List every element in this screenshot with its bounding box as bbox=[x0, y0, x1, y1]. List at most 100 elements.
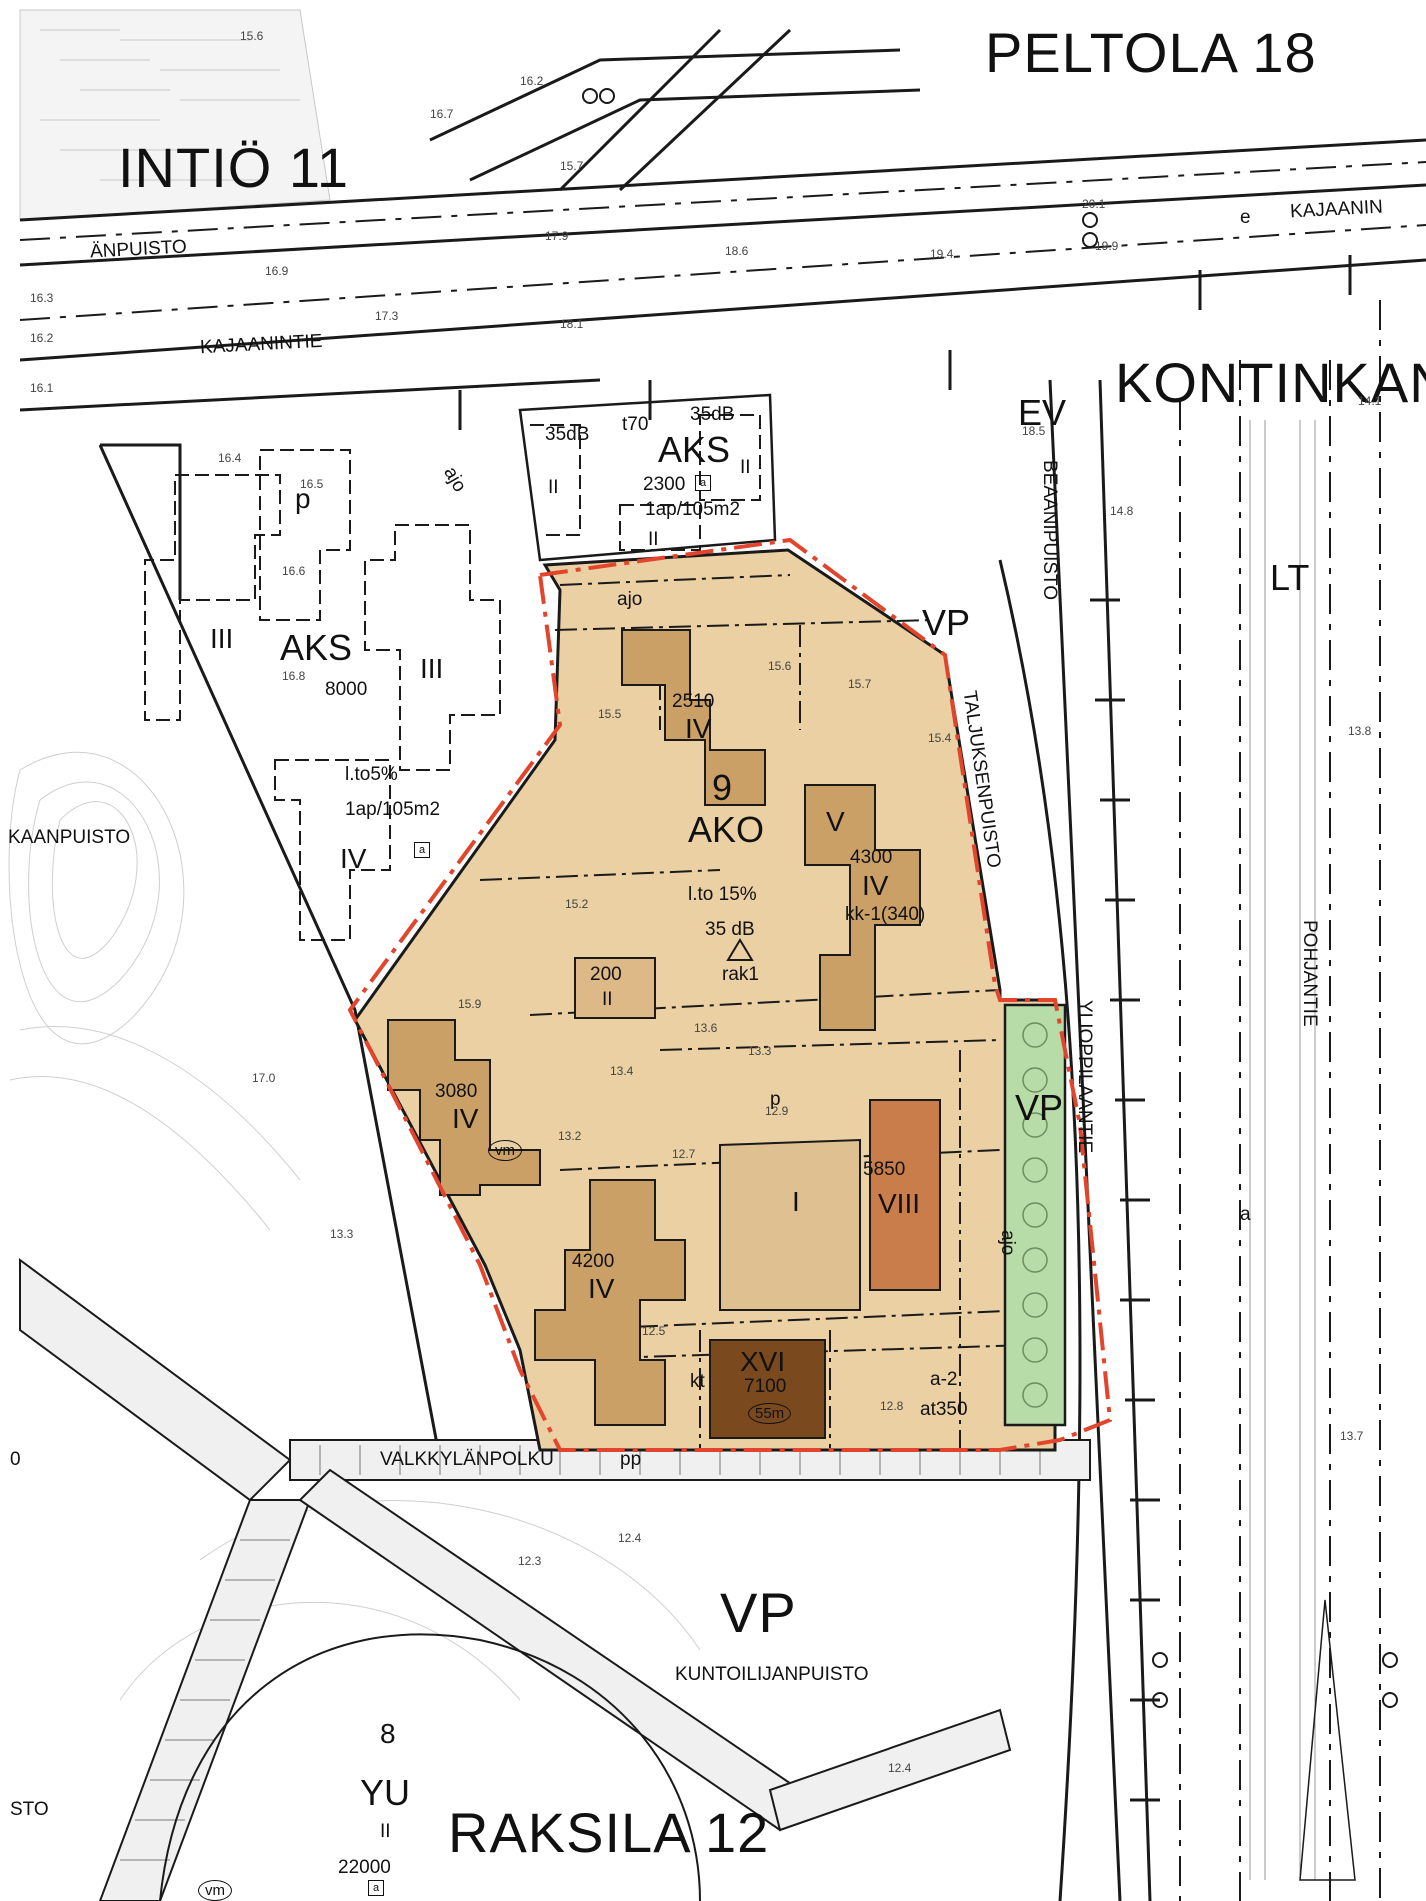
zone-aks-west-floors-2: III bbox=[420, 653, 444, 684]
district-intio: INTIÖ 11 bbox=[118, 136, 350, 199]
zone-aks-west-floors-3: IV bbox=[340, 843, 367, 874]
north-arrow-triangle bbox=[1299, 1599, 1356, 1881]
elevation: 19.4 bbox=[930, 247, 954, 261]
elevation: 12.9 bbox=[765, 1104, 789, 1118]
yu-badge: vm bbox=[198, 1880, 232, 1901]
corridor-hatch bbox=[120, 1445, 1041, 1861]
label-a: a bbox=[1240, 1204, 1251, 1225]
elevation: 16.5 bbox=[300, 477, 324, 491]
building-5850-floors: VIII bbox=[878, 1188, 921, 1219]
elevation: 14.1 bbox=[1358, 394, 1382, 408]
elevation: 13.2 bbox=[558, 1129, 582, 1143]
elevation: 15.7 bbox=[560, 159, 584, 173]
zone-vp-east: VP bbox=[1015, 1087, 1064, 1128]
aks-north-buildings bbox=[530, 414, 761, 551]
elevation: 18.6 bbox=[725, 244, 749, 258]
elevation: 18.1 bbox=[560, 317, 584, 331]
elevation: 16.8 bbox=[282, 669, 306, 683]
ako-zone-code: AKO bbox=[688, 809, 765, 850]
zone-aks-west-p: p bbox=[295, 483, 311, 514]
elevation: 19.9 bbox=[1095, 239, 1119, 253]
building-4300-note: kk-1(340) bbox=[845, 904, 926, 925]
street-sto: STO bbox=[10, 1799, 49, 1820]
ako-noise: 35 dB bbox=[705, 919, 755, 940]
street-ylioppilaantie: YLIOPPILAANTIE bbox=[1074, 1000, 1095, 1154]
street-kuntoilijanpuisto: KUNTOILIJANPUISTO bbox=[675, 1664, 869, 1685]
rak-triangle-icon bbox=[726, 938, 754, 961]
elevation: 16.1 bbox=[30, 381, 54, 395]
elevation: 12.4 bbox=[618, 1531, 642, 1545]
elevation: 13.6 bbox=[694, 1021, 718, 1035]
zone-aks-north-parking: 1ap/105m2 bbox=[645, 499, 741, 520]
zone-aks-west-code: AKS bbox=[280, 627, 353, 668]
elevation: 17.0 bbox=[252, 1071, 276, 1085]
zone-lt: LT bbox=[1270, 557, 1310, 598]
building-7100-area: 7100 bbox=[744, 1376, 787, 1397]
plan-boundary bbox=[347, 537, 1113, 1452]
label-ajo-east: ajo bbox=[997, 1230, 1018, 1256]
yu-block-number: 8 bbox=[380, 1718, 396, 1749]
zone-aks-north-t: t70 bbox=[622, 414, 649, 435]
zone-aks-west-parking: 1ap/105m2 bbox=[345, 799, 441, 820]
street-pohjantie: POHJANTIE bbox=[1299, 920, 1320, 1027]
roads bbox=[19, 138, 1426, 1901]
building-2510-floors: IV bbox=[685, 713, 712, 744]
elevation: 16.7 bbox=[430, 107, 454, 121]
zone-aks-north-noise-b: 35dB bbox=[690, 404, 735, 425]
elevation: 13.4 bbox=[610, 1064, 634, 1078]
building-7100-height: 55m bbox=[748, 1403, 792, 1424]
elevation: 15.4 bbox=[928, 731, 952, 745]
zone-aks-west-area: 8000 bbox=[325, 679, 368, 700]
zone-aks-north-area: 2300 bbox=[643, 474, 686, 495]
street-kajaanin-mark: e bbox=[1240, 207, 1251, 228]
street-kaanpuisto: KAANPUISTO bbox=[8, 827, 131, 848]
label-p: p bbox=[770, 1089, 781, 1110]
road-nodes bbox=[582, 88, 1398, 1708]
building-200-area: 200 bbox=[590, 964, 622, 985]
street-valkkylanpolku: VALKKYLÄNPOLKU bbox=[380, 1449, 554, 1470]
elevation: 16.6 bbox=[282, 564, 306, 578]
elevation: 16.3 bbox=[30, 291, 54, 305]
elevation: 14.8 bbox=[1110, 504, 1134, 518]
elevation: 18.5 bbox=[1022, 424, 1046, 438]
building-5850-base-floors: I bbox=[792, 1186, 800, 1217]
zone-aks-north-floors-3: II bbox=[648, 529, 659, 550]
ako-block-number: 9 bbox=[712, 767, 733, 808]
yu-area: 22000 bbox=[338, 1857, 391, 1878]
building-5850-base bbox=[719, 1138, 861, 1311]
zone-aks-west-floors-1: III bbox=[210, 623, 234, 654]
elevation: 13.3 bbox=[748, 1044, 772, 1058]
building-2510 bbox=[621, 629, 766, 806]
west-block-lines bbox=[98, 443, 442, 1461]
label-pp: pp bbox=[620, 1449, 642, 1470]
district-raksila: RAKSILA 12 bbox=[448, 1801, 770, 1864]
elevation: 15.6 bbox=[240, 29, 264, 43]
building-2510-area: 2510 bbox=[672, 691, 715, 712]
zone-aks-north-floors-2: II bbox=[740, 457, 751, 478]
yu-floors: II bbox=[380, 1821, 391, 1842]
district-peltola: PELTOLA 18 bbox=[985, 21, 1317, 84]
building-4200-floors: IV bbox=[588, 1273, 615, 1304]
zone-vp-north: VP bbox=[922, 602, 971, 643]
elevation: 15.7 bbox=[848, 677, 872, 691]
zone-aks-west-efficiency: l.to5% bbox=[345, 764, 398, 785]
elevation: 12.4 bbox=[888, 1761, 912, 1775]
elevation: 15.2 bbox=[565, 897, 589, 911]
elevation: 15.5 bbox=[598, 707, 622, 721]
vp-east-green bbox=[1003, 1003, 1067, 1427]
building-5850-area: 5850 bbox=[863, 1159, 906, 1180]
building-200 bbox=[574, 957, 656, 1019]
ako-efficiency: l.to 15% bbox=[688, 884, 757, 905]
road-ticks bbox=[458, 255, 1352, 1802]
building-200-floors: II bbox=[602, 989, 613, 1010]
road-dashes bbox=[19, 161, 1426, 1901]
building-4200 bbox=[534, 1179, 686, 1426]
elevation: 13.7 bbox=[1340, 1429, 1364, 1443]
building-4300 bbox=[804, 784, 921, 1031]
street-kajaanintie-east: KAJAANIN bbox=[1289, 196, 1384, 223]
nw-diagonal-roads bbox=[429, 28, 921, 192]
yu-marker: a bbox=[368, 1880, 384, 1896]
label-at350: at350 bbox=[920, 1399, 968, 1420]
label-zero: 0 bbox=[10, 1449, 21, 1470]
